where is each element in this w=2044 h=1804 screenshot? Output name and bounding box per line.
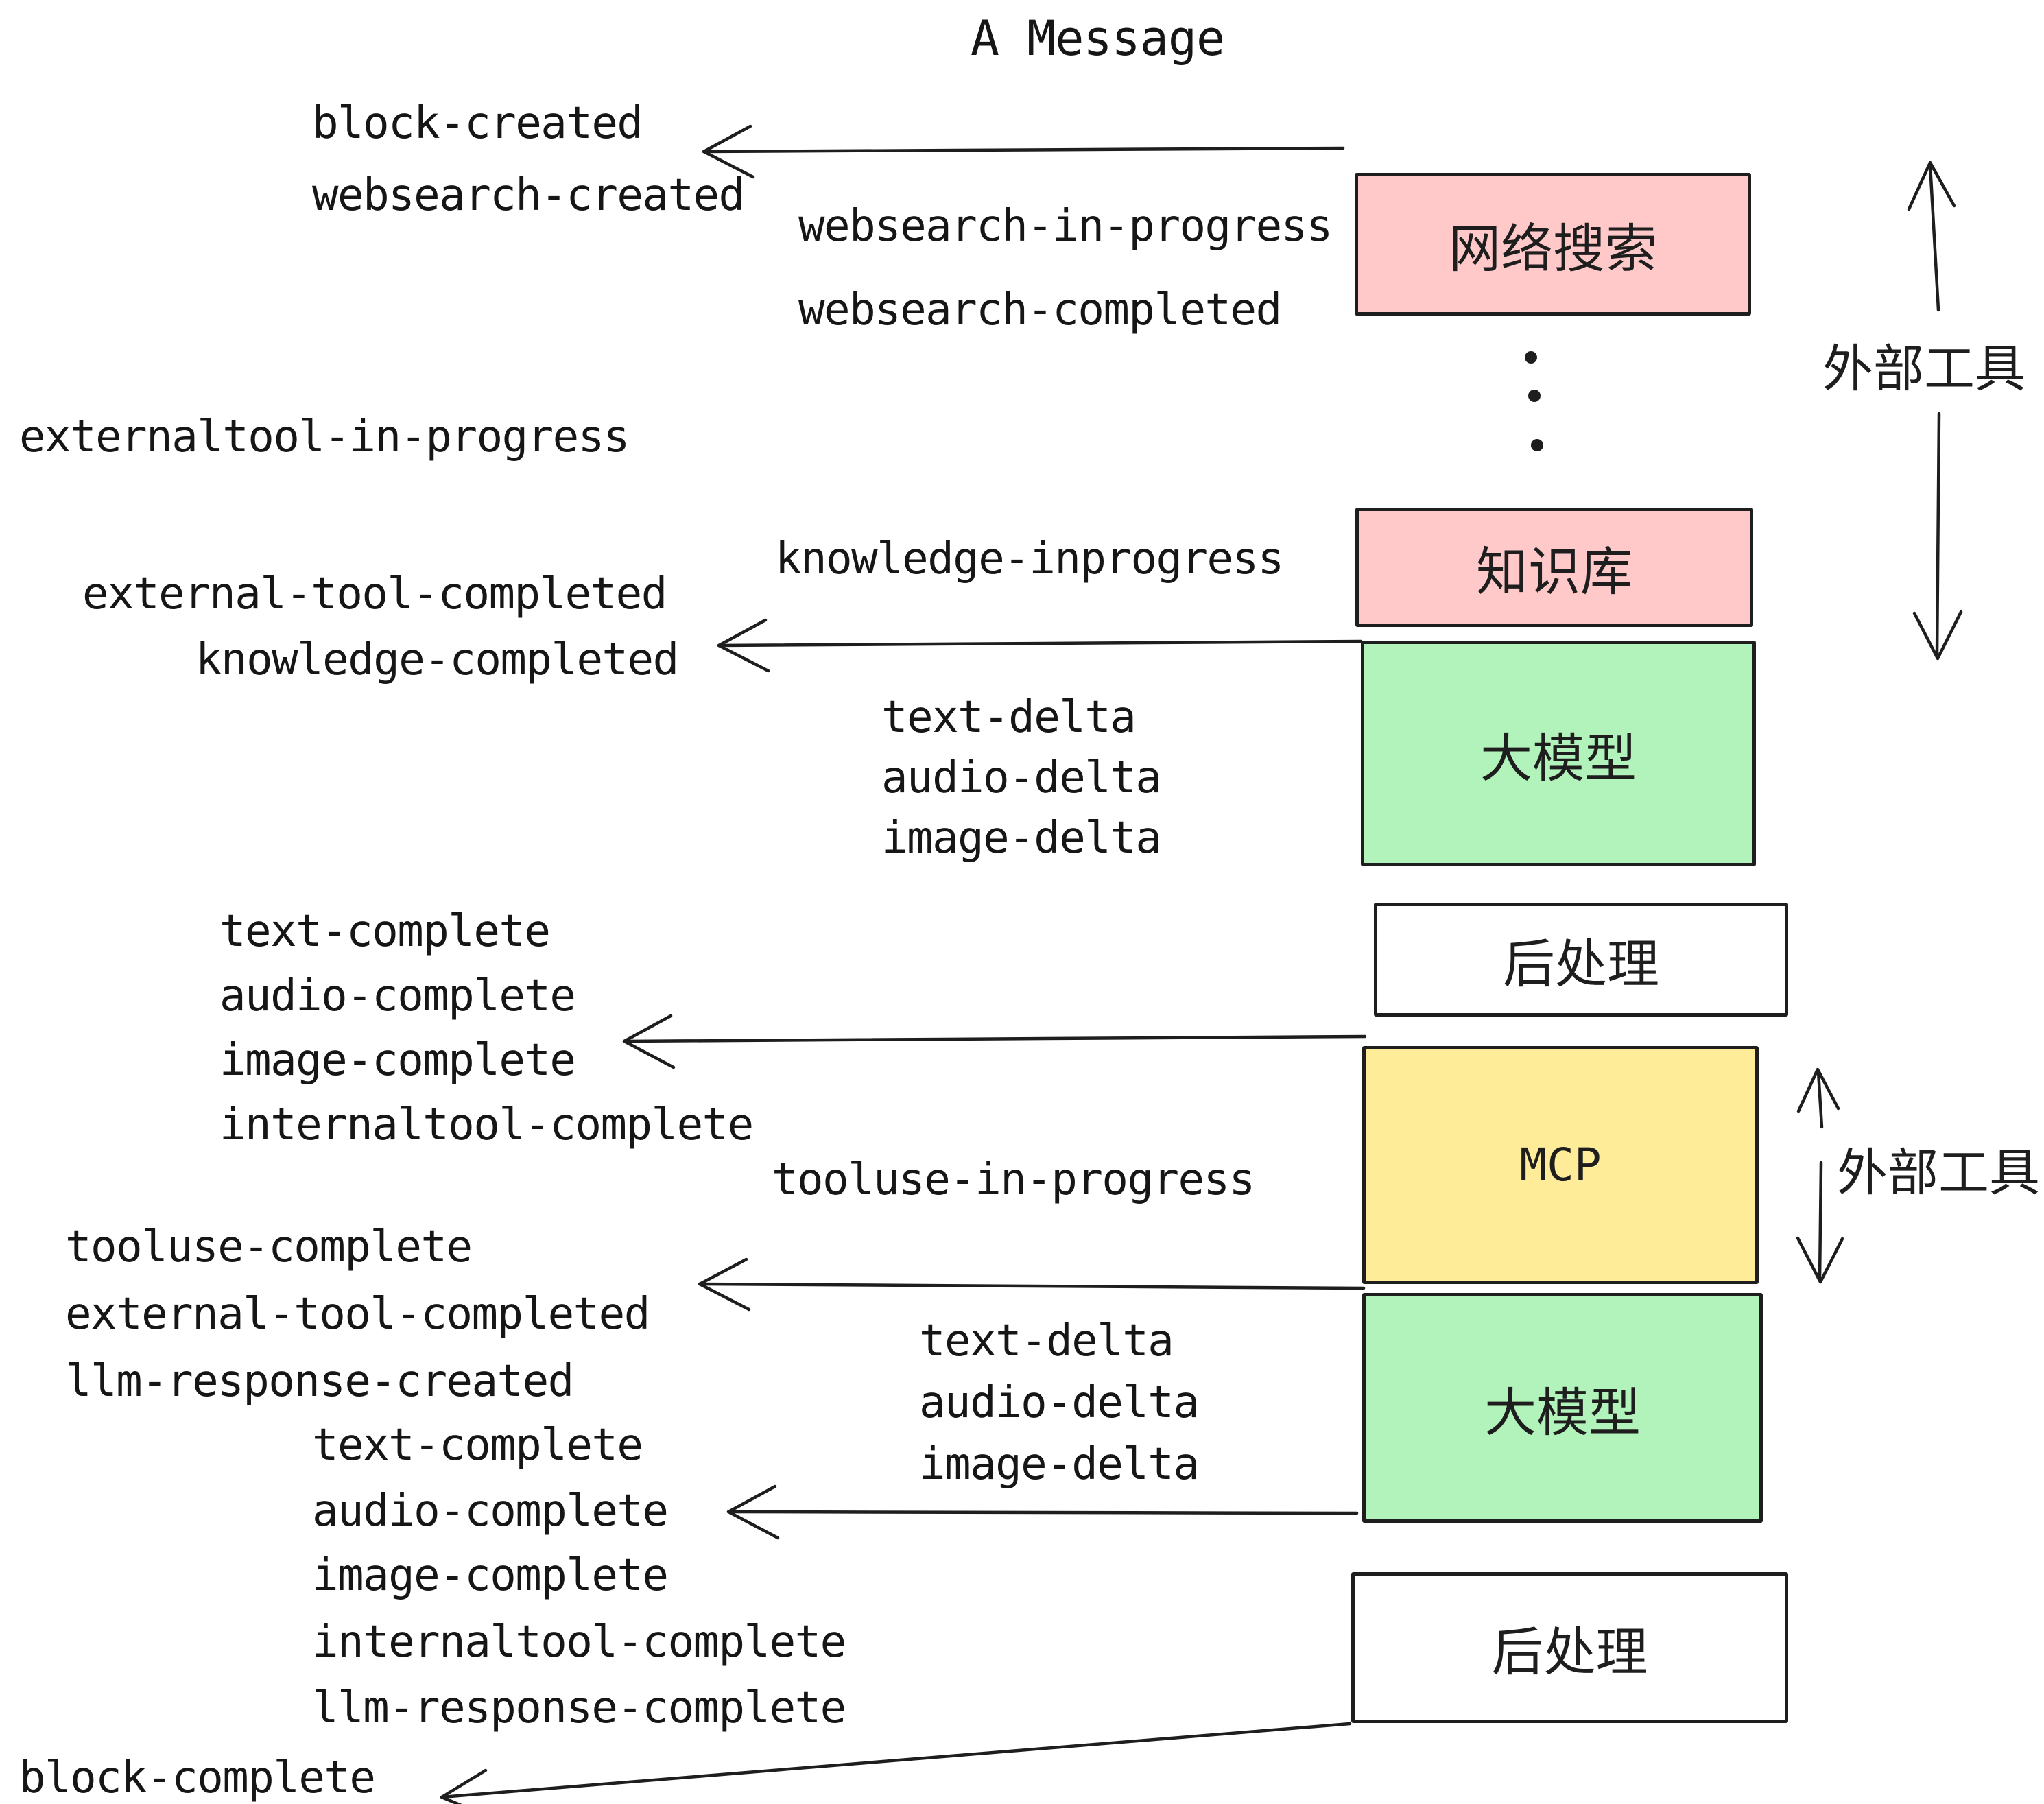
event-label-text-complete-1: text-complete [219, 906, 551, 957]
event-label-audio-complete-2: audio-complete [312, 1486, 669, 1536]
event-label-audio-delta-2: audio-delta [919, 1377, 1200, 1428]
event-label-block-complete: block-complete [19, 1753, 376, 1803]
event-label-text-complete-2: text-complete [312, 1420, 643, 1471]
node-llm-top: 大模型 [1361, 641, 1756, 866]
event-label-image-complete-1: image-complete [219, 1035, 576, 1086]
event-label-externaltool-in-progress: externaltool-in-progress [19, 412, 630, 462]
node-mcp: MCP [1362, 1046, 1759, 1284]
event-label-audio-delta-1: audio-delta [881, 752, 1162, 803]
event-label-image-delta-2: image-delta [919, 1439, 1200, 1490]
event-label-llm-response-created: llm-response-created [65, 1356, 574, 1407]
event-label-text-delta-2: text-delta [919, 1316, 1174, 1366]
node-knowledge-base: 知识库 [1355, 508, 1753, 627]
event-label-knowledge-inprogress: knowledge-inprogress [775, 534, 1284, 584]
external-tools-double-arrow-top [1907, 161, 1963, 661]
vertical-ellipsis-dots [1525, 351, 1543, 451]
event-label-websearch-in-progress: websearch-in-progress [798, 201, 1333, 252]
event-label-text-delta-1: text-delta [881, 692, 1137, 743]
external-tools-double-arrow-bottom [1796, 1067, 1844, 1284]
node-websearch: 网络搜索 [1355, 173, 1751, 316]
event-label-tooluse-complete: tooluse-complete [65, 1222, 473, 1272]
event-label-audio-complete-1: audio-complete [219, 971, 576, 1021]
diagram-title: A Message [970, 10, 1225, 67]
event-label-external-tool-completed-2: external-tool-completed [65, 1289, 650, 1340]
event-label-internaltool-complete-2: internaltool-complete [312, 1617, 846, 1667]
event-label-external-tool-completed: external-tool-completed [82, 569, 667, 619]
arrow-to-websearch-created [702, 124, 1345, 179]
arrow-to-audio-complete [726, 1484, 1359, 1540]
node-llm-bottom: 大模型 [1362, 1293, 1763, 1523]
external-tools-label-bottom: 外部工具 [1837, 1143, 2040, 1202]
event-label-websearch-completed: websearch-completed [798, 285, 1282, 335]
node-postprocess-top: 后处理 [1374, 903, 1788, 1017]
event-label-image-complete-2: image-complete [312, 1550, 669, 1601]
event-label-llm-response-complete: llm-response-complete [312, 1683, 846, 1733]
external-tools-label-top: 外部工具 [1822, 340, 2025, 399]
arrow-to-image-complete [622, 1014, 1367, 1069]
arrow-to-block-complete [440, 1722, 1352, 1804]
event-label-block-created: block-created [312, 98, 643, 149]
event-label-websearch-created: websearch-created [312, 170, 745, 221]
event-label-knowledge-completed: knowledge-completed [195, 634, 679, 685]
arrow-to-knowledge-completed [717, 618, 1363, 673]
event-label-tooluse-in-progress: tooluse-in-progress [772, 1154, 1255, 1205]
event-label-internaltool-complete-1: internaltool-complete [219, 1100, 754, 1150]
arrow-to-tooluse-complete [698, 1257, 1366, 1312]
node-postprocess-bottom: 后处理 [1351, 1572, 1788, 1723]
event-label-image-delta-1: image-delta [881, 813, 1162, 864]
